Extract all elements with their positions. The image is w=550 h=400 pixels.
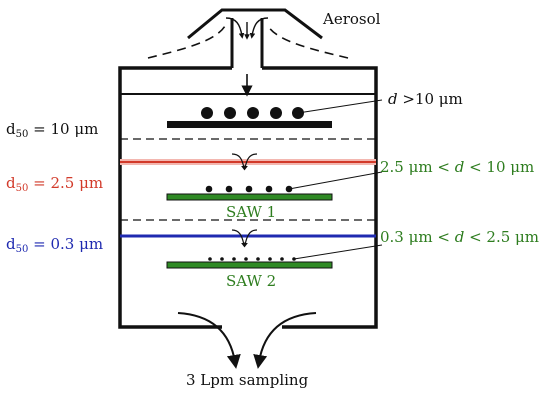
saw1-label: SAW 1 [226, 203, 277, 221]
d-subscript: 50 [15, 183, 29, 194]
outlet-flow-arrows [177, 312, 317, 369]
size-range-top-text: >10 μm [397, 90, 463, 108]
stage2-jet-arrows [231, 153, 258, 171]
d-symbol: d [6, 120, 16, 138]
size-range-low-pre: 0.3 μm < [380, 228, 455, 246]
stage3-cutoff-label: d50 = 0.3 μm [6, 237, 103, 255]
saw2-plate [166, 261, 333, 269]
saw1-particles [205, 185, 293, 193]
stage1-cutoff-label: d50 = 10 μm [6, 122, 98, 140]
d-subscript: 50 [15, 129, 29, 140]
size-range-top: d >10 μm [388, 92, 463, 107]
d-symbol: d [388, 90, 398, 108]
inflow-streamlines [147, 25, 349, 59]
stage1-cutoff-value: = 10 μm [33, 120, 99, 138]
size-range-low-post: < 2.5 μm [464, 228, 540, 246]
saw1-plate [166, 193, 333, 201]
stage2-cutoff-value: = 2.5 μm [33, 174, 104, 192]
d-symbol: d [6, 174, 16, 192]
sampling-label: 3 Lpm sampling [186, 371, 309, 389]
stage3-jet-arrows [231, 229, 258, 248]
saw2-label: SAW 2 [226, 272, 277, 290]
size-range-mid-post: < 10 μm [464, 158, 535, 176]
stage1-particles [201, 107, 304, 119]
stage3-cutoff-value: = 0.3 μm [33, 235, 104, 253]
aerosol-label: Aerosol [323, 10, 381, 28]
size-range-mid-pre: 2.5 μm < [380, 158, 455, 176]
stage2-cutoff-label: d50 = 2.5 μm [6, 176, 103, 194]
saw2-particles [208, 257, 296, 261]
inlet-hood [187, 8, 323, 68]
size-range-mid: 2.5 μm < d < 10 μm [380, 160, 534, 175]
impactor-housing [118, 66, 378, 329]
saw1-leader-line [288, 171, 383, 190]
d-symbol: d [6, 235, 16, 253]
d-subscript: 50 [15, 244, 29, 255]
size-range-low: 0.3 μm < d < 2.5 μm [380, 230, 539, 245]
d-symbol: d [454, 158, 465, 176]
d-symbol: d [454, 228, 465, 246]
stage1-leader-line [297, 99, 383, 114]
stage1-impaction-plate [167, 121, 332, 128]
saw2-leader-line [293, 244, 383, 260]
inlet-flow-arrows [225, 17, 269, 40]
